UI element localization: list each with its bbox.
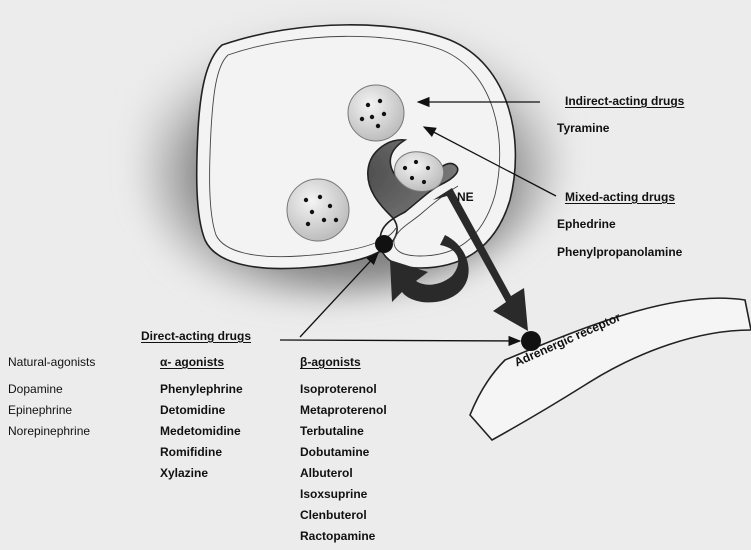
column-header: α- agonists bbox=[160, 352, 243, 373]
ne-label: NE bbox=[457, 190, 474, 204]
list-item: Xylazine bbox=[160, 463, 243, 484]
vesicle-left bbox=[287, 179, 349, 241]
presynaptic-receptor bbox=[375, 235, 393, 253]
direct-acting-title: Direct-acting drugs bbox=[141, 329, 251, 343]
list-item: Ractopamine bbox=[300, 526, 387, 547]
list-item: Albuterol bbox=[300, 463, 387, 484]
list-item: Isoproterenol bbox=[300, 379, 387, 400]
mixed-example-phenylpropanolamine: Phenylpropanolamine bbox=[557, 245, 682, 259]
list-item: Medetomidine bbox=[160, 421, 243, 442]
list-item: Norepinephrine bbox=[8, 421, 95, 442]
list-item: Dobutamine bbox=[300, 442, 387, 463]
mixed-example-ephedrine: Ephedrine bbox=[557, 217, 616, 231]
direct-to-postsynaptic-line bbox=[280, 340, 520, 341]
list-item: Detomidine bbox=[160, 400, 243, 421]
list-item: Romifidine bbox=[160, 442, 243, 463]
column-header: Natural-agonists bbox=[8, 352, 95, 373]
list-item: Dopamine bbox=[8, 379, 95, 400]
natural-agonists-column: Natural-agonists Dopamine Epinephrine No… bbox=[8, 352, 95, 442]
alpha-agonists-column: α- agonists Phenylephrine Detomidine Med… bbox=[160, 352, 243, 484]
indirect-example-tyramine: Tyramine bbox=[557, 121, 609, 135]
list-item: Metaproterenol bbox=[300, 400, 387, 421]
list-item: Isoxsuprine bbox=[300, 484, 387, 505]
list-item: Epinephrine bbox=[8, 400, 95, 421]
list-item: Clenbuterol bbox=[300, 505, 387, 526]
beta-agonists-column: β-agonists Isoproterenol Metaproterenol … bbox=[300, 352, 387, 547]
mixed-acting-title: Mixed-acting drugs bbox=[565, 190, 675, 204]
list-item: Terbutaline bbox=[300, 421, 387, 442]
indirect-acting-title: Indirect-acting drugs bbox=[565, 94, 684, 108]
column-header: β-agonists bbox=[300, 352, 387, 373]
vesicle-top bbox=[348, 85, 404, 141]
list-item: Phenylephrine bbox=[160, 379, 243, 400]
